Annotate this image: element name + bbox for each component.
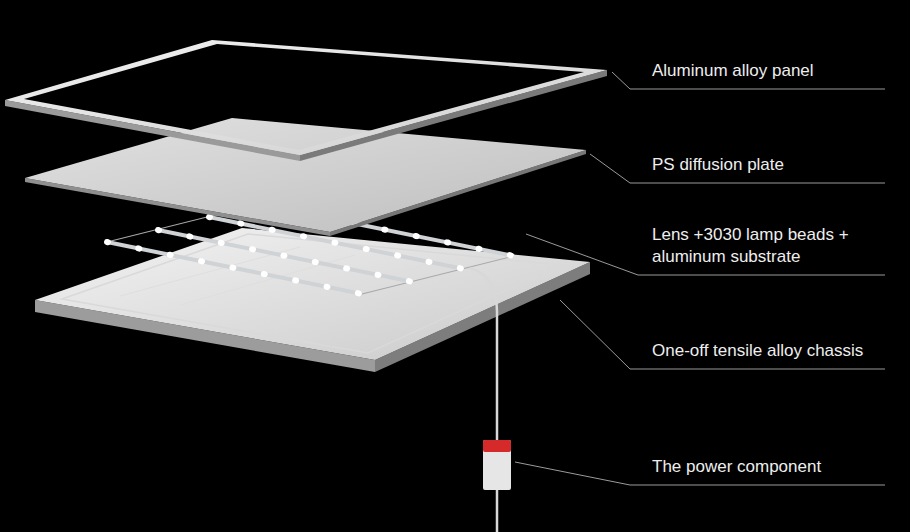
aluminum-strip bbox=[158, 230, 413, 282]
lamp-beads bbox=[107, 242, 362, 294]
aluminum-frame bbox=[5, 40, 607, 161]
power-cable bbox=[496, 490, 499, 532]
part-label: PS diffusion plate bbox=[652, 154, 907, 176]
diffusion-plate bbox=[25, 118, 586, 236]
frame-side bbox=[5, 100, 300, 161]
driver-body bbox=[483, 440, 511, 490]
part-label: The power component bbox=[652, 456, 907, 478]
chassis-top bbox=[35, 228, 590, 360]
frame-side bbox=[300, 70, 607, 161]
part-label: Lens +3030 lamp beads + aluminum substra… bbox=[652, 224, 907, 268]
plate-face bbox=[25, 118, 586, 232]
alloy-chassis bbox=[35, 228, 590, 372]
part-label: Aluminum alloy panel bbox=[652, 60, 907, 82]
power-component bbox=[470, 268, 511, 532]
chassis-rib bbox=[120, 247, 430, 316]
part-label: One-off tensile alloy chassis bbox=[652, 340, 907, 362]
frame-face bbox=[5, 40, 607, 155]
power-wire bbox=[470, 268, 497, 440]
aluminum-strip bbox=[107, 242, 362, 294]
driver-cap bbox=[483, 440, 511, 452]
lamp-beads bbox=[158, 230, 413, 282]
